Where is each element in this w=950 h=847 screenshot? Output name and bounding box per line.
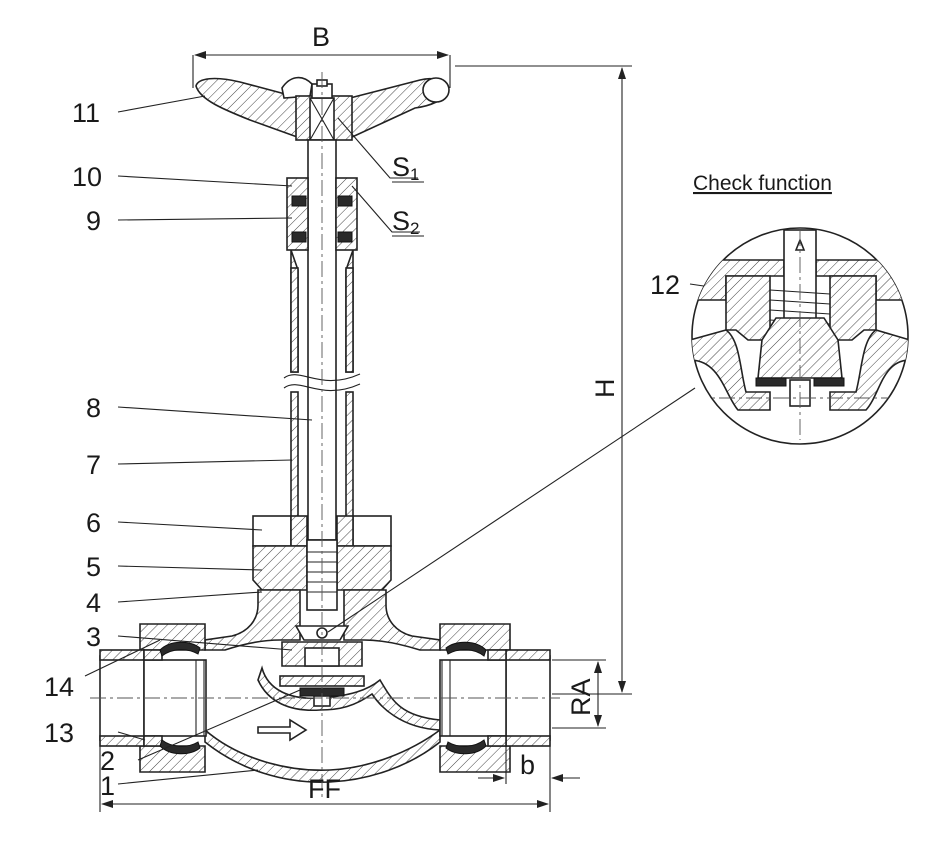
part-label-4: 4 (86, 588, 101, 618)
part-label-10: 10 (72, 162, 102, 192)
valve-body (204, 589, 441, 783)
dim-label-b-small: b (520, 750, 535, 780)
dim-label-b-width: B (312, 22, 330, 52)
part-label-2: 2 (100, 746, 115, 776)
part-label-5: 5 (86, 552, 101, 582)
dim-label-s2: S2 (392, 206, 419, 238)
part-label-9: 9 (86, 206, 101, 236)
dim-label-s2-sub: 2 (410, 219, 419, 238)
part-label-3: 3 (86, 622, 101, 652)
detail-title: Check function (693, 172, 832, 195)
dim-label-s1: S1 (392, 152, 419, 184)
part-label-7: 7 (86, 450, 101, 480)
dim-label-s2-main: S (392, 206, 410, 236)
part-label-6: 6 (86, 508, 101, 538)
stem-and-gland (286, 139, 358, 541)
part-label-1: 1 (100, 771, 115, 801)
dimension-lines (99, 51, 632, 812)
part-label-14: 14 (44, 672, 74, 702)
dim-label-s1-sub: 1 (410, 165, 419, 184)
dim-label-s1-main: S (392, 152, 410, 182)
dim-label-ra: RA (566, 678, 596, 716)
part-number-labels: 11 10 9 8 7 6 5 4 3 14 13 2 1 12 (44, 98, 680, 801)
extension-tube (283, 249, 361, 523)
part-label-12: 12 (650, 270, 680, 300)
leader-lines (84, 95, 773, 785)
dim-label-h: H (590, 379, 620, 399)
handwheel (195, 76, 450, 141)
part-label-13: 13 (44, 718, 74, 748)
dimension-labels: B H RA FF b S1 S2 (308, 22, 620, 804)
check-function-detail (691, 227, 909, 445)
dim-label-ff: FF (308, 774, 341, 804)
part-label-11: 11 (72, 98, 100, 128)
part-label-8: 8 (86, 393, 101, 423)
